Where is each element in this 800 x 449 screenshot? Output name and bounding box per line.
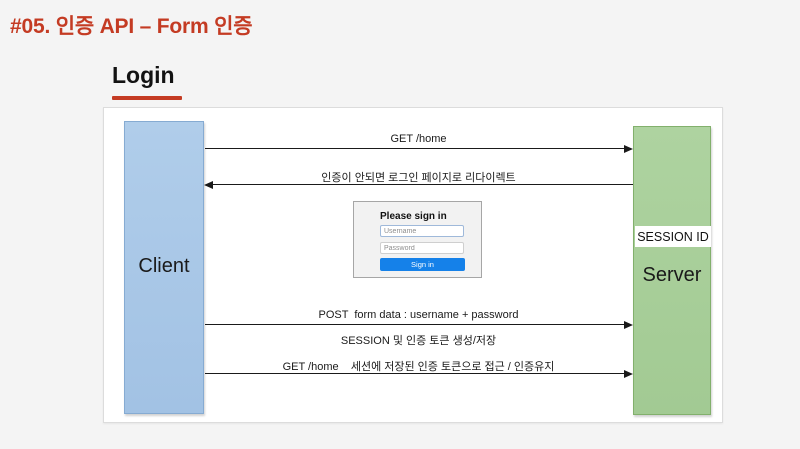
flow-label-redirect: 인증이 안되면 로그인 페이지로 리다이렉트 (321, 172, 516, 184)
login-form-title: Please sign in (380, 211, 447, 222)
client-box (124, 121, 204, 414)
arrow-left-redirect (204, 180, 633, 189)
username-input[interactable] (380, 225, 464, 237)
heading-underline (112, 96, 182, 100)
sequence-diagram: SESSION ID Client Server GET /home 인증이 안… (103, 107, 723, 423)
arrow-right-get-home-token (205, 369, 633, 378)
server-box (633, 126, 711, 415)
flow-label-get-home-token: GET /home 세션에 저장된 인증 토큰으로 접근 / 인증유지 (282, 361, 555, 373)
arrow-right-post-form (205, 320, 633, 329)
section-heading-login: Login (112, 62, 175, 88)
sign-in-button[interactable]: Sign in (380, 258, 465, 271)
server-label: Server (642, 264, 702, 286)
flow-label-get-home: GET /home (390, 133, 447, 145)
flow-label-post-form: POST form data : username + password (318, 309, 519, 321)
arrow-right-get-home (205, 144, 633, 153)
client-label: Client (138, 255, 190, 277)
login-form-card: Please sign in Sign in (353, 201, 482, 278)
slide-title: #05. 인증 API – Form 인증 (10, 15, 253, 38)
flow-note-session: SESSION 및 인증 토큰 생성/저장 (340, 335, 497, 347)
session-id-badge: SESSION ID (635, 226, 711, 247)
password-input[interactable] (380, 242, 464, 254)
